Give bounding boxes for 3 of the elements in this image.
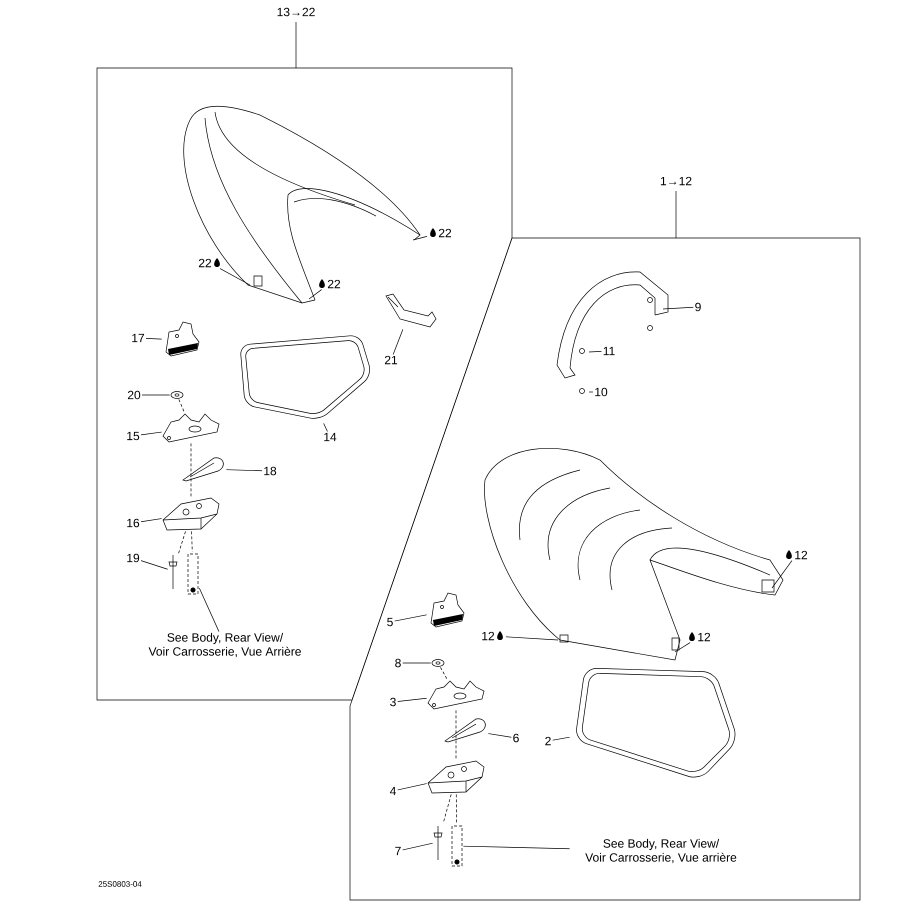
panel-heading: 1→12 [660,176,692,186]
drawing-number: 25S0803-04 [98,881,142,887]
panel-heading: 13→22 [278,8,315,16]
